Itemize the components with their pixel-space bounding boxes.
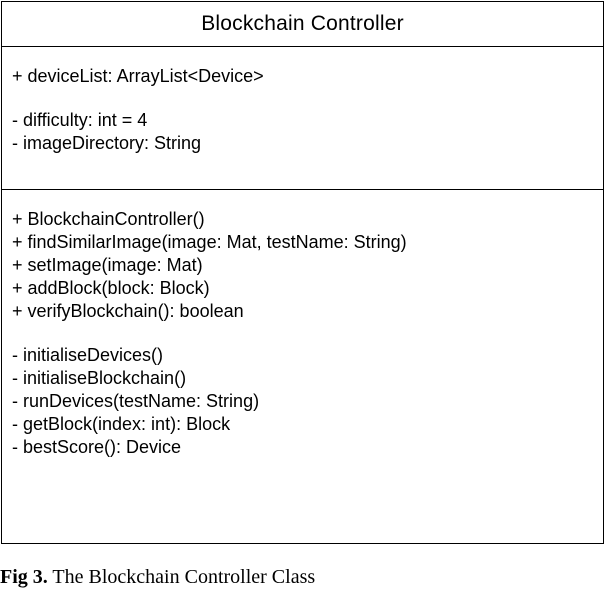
method-find-similar-image: + findSimilarImage(image: Mat, testName:… [12,232,407,252]
group-spacer [12,88,603,109]
attribute-image-directory: - imageDirectory: String [12,133,202,153]
attribute-difficulty: - difficulty: int = 4 [12,110,148,130]
method-best-score: - bestScore(): Device [12,437,182,457]
method-add-block: + addBlock(block: Block) [12,278,210,298]
figure-caption-text: The Blockchain Controller Class [52,566,316,588]
method-initialise-devices: - initialiseDevices() [12,345,164,365]
methods-compartment: + BlockchainController() + findSimilarIm… [2,190,603,459]
method-constructor: + BlockchainController() [12,209,205,229]
method-run-devices: - runDevices(testName: String) [12,391,260,411]
uml-class-box: Blockchain Controller + deviceList: Arra… [1,1,604,544]
method-set-image: + setImage(image: Mat) [12,255,203,275]
method-verify-blockchain: + verifyBlockchain(): boolean [12,301,244,321]
group-spacer [12,323,603,344]
attributes-compartment: + deviceList: ArrayList<Device> - diffic… [2,47,603,190]
method-get-block: - getBlock(index: int): Block [12,414,231,434]
class-name: Blockchain Controller [2,2,603,47]
figure-label: Fig 3. [0,566,48,588]
method-initialise-blockchain: - initialiseBlockchain() [12,368,187,388]
figure-caption: Fig 3. The Blockchain Controller Class [0,566,315,589]
attribute-device-list: + deviceList: ArrayList<Device> [12,66,264,86]
